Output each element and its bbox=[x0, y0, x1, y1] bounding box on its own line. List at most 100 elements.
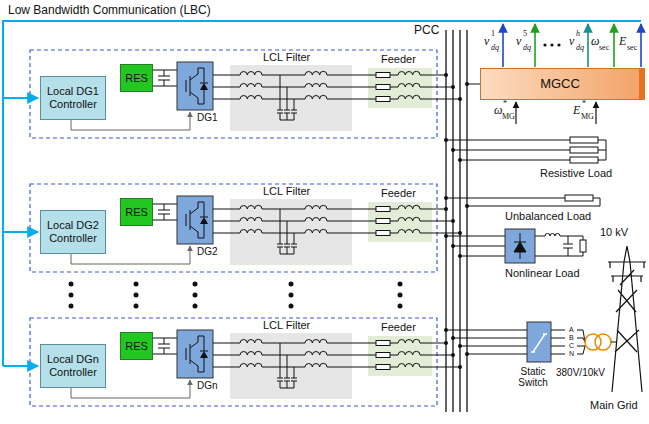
filter-label: LCL Filter bbox=[263, 320, 310, 331]
junction-dot bbox=[465, 352, 469, 356]
node-text: RES bbox=[125, 340, 148, 353]
dot bbox=[134, 304, 139, 309]
controller-box: Local DG1 Controller bbox=[40, 76, 106, 120]
bus-label: PCC bbox=[414, 24, 439, 36]
dot bbox=[193, 293, 198, 298]
dot bbox=[289, 304, 294, 309]
dg-unit bbox=[3, 318, 462, 406]
junction-dot bbox=[465, 204, 469, 208]
junction-dot bbox=[465, 82, 469, 86]
node-text: MGCC bbox=[540, 77, 580, 92]
unit-label: DG2 bbox=[197, 247, 218, 257]
dot bbox=[69, 282, 74, 287]
junction-dot bbox=[451, 336, 455, 340]
signal-superscript: * bbox=[503, 100, 507, 108]
signal-subscript: sec bbox=[599, 44, 609, 52]
phase-label: B bbox=[569, 334, 574, 341]
signal-arrow bbox=[534, 24, 536, 67]
signal-symbol: E bbox=[619, 35, 626, 47]
signal-superscript: 5 bbox=[523, 30, 527, 38]
switch-label: Static Switch bbox=[510, 366, 556, 388]
phase-label: A bbox=[569, 326, 574, 333]
central-controller-box: MGCC bbox=[480, 68, 645, 100]
signal-superscript: h bbox=[576, 30, 580, 38]
dot bbox=[543, 43, 546, 46]
signal-subscript: dq bbox=[523, 44, 531, 52]
resistor-symbol bbox=[565, 195, 593, 201]
dot bbox=[193, 304, 198, 309]
dot bbox=[289, 282, 294, 287]
filter-label: LCL Filter bbox=[263, 52, 310, 63]
reference-arrow bbox=[515, 102, 516, 124]
grid-connection bbox=[446, 246, 646, 392]
unit-label: DG1 bbox=[197, 113, 218, 123]
mgcc-outputs bbox=[503, 24, 641, 67]
junction-dot bbox=[444, 196, 448, 200]
dot bbox=[134, 293, 139, 298]
transformer-label: 380V/10kV bbox=[556, 368, 605, 378]
bus-line bbox=[445, 30, 446, 412]
feeder-label: Feeder bbox=[381, 322, 416, 333]
junction-dot bbox=[444, 138, 448, 142]
signal-symbol: ω bbox=[591, 35, 599, 47]
title-label: Low Bandwidth Communication (LBC) bbox=[8, 4, 211, 16]
pcc-bus bbox=[446, 30, 467, 412]
bus-line bbox=[452, 30, 453, 412]
signal-arrow bbox=[640, 24, 642, 67]
signal-symbol: ω bbox=[494, 104, 502, 116]
junction-dot bbox=[458, 344, 462, 348]
signal-subscript: MG bbox=[581, 113, 594, 121]
signal-arrow bbox=[613, 24, 615, 67]
dot bbox=[134, 282, 139, 287]
diode-symbol bbox=[514, 242, 526, 252]
load-label: Resistive Load bbox=[540, 168, 612, 179]
signal-subscript: dq bbox=[491, 44, 499, 52]
signal-symbol: E bbox=[573, 104, 580, 116]
dot bbox=[398, 304, 403, 309]
junction-dot bbox=[444, 328, 448, 332]
signal-subscript: MG bbox=[502, 113, 515, 121]
resistor-symbol bbox=[570, 147, 598, 153]
bus-line bbox=[459, 30, 460, 412]
dot bbox=[398, 293, 403, 298]
dot bbox=[550, 43, 553, 46]
feeder-label: Feeder bbox=[381, 188, 416, 199]
static-switch-box bbox=[527, 322, 551, 362]
junction-dot bbox=[458, 158, 462, 162]
signal-arrow bbox=[502, 24, 504, 67]
signal-symbol: v bbox=[569, 35, 574, 47]
resistor-symbol bbox=[570, 157, 598, 163]
signal-superscript: * bbox=[582, 100, 586, 108]
node-text: RES bbox=[125, 72, 148, 85]
loads bbox=[446, 137, 606, 263]
signal-symbol: v bbox=[484, 35, 489, 47]
junction-dot bbox=[444, 234, 448, 238]
diode-symbol bbox=[514, 233, 526, 259]
dot bbox=[193, 282, 198, 287]
grid-wires bbox=[551, 330, 585, 354]
node-text: RES bbox=[125, 206, 148, 219]
signal-arrow bbox=[587, 24, 589, 67]
resistor-symbol bbox=[570, 137, 598, 143]
dg-unit bbox=[3, 50, 462, 138]
transmission-tower bbox=[608, 246, 646, 392]
signal-subscript: dq bbox=[576, 44, 584, 52]
dc-side-wires bbox=[535, 236, 583, 256]
dg-unit bbox=[3, 184, 462, 272]
junction-dot bbox=[451, 148, 455, 152]
phase-label: C bbox=[569, 342, 574, 349]
rectifier-input-wires bbox=[446, 236, 505, 256]
load-label: Nonlinear Load bbox=[505, 268, 580, 279]
source-box: RES bbox=[120, 332, 153, 360]
voltage-label: 10 kV bbox=[600, 227, 628, 238]
grid-label: Main Grid bbox=[590, 400, 638, 411]
controller-box: Local DGn Controller bbox=[40, 344, 106, 388]
rectifier-box bbox=[505, 229, 535, 263]
node-text: Local DG2 Controller bbox=[44, 219, 102, 244]
reference-arrow bbox=[595, 102, 596, 124]
dot bbox=[398, 282, 403, 287]
signal-subscript: sec bbox=[627, 44, 637, 52]
feeder-label: Feeder bbox=[381, 54, 416, 65]
node-text: Local DGn Controller bbox=[44, 353, 102, 378]
